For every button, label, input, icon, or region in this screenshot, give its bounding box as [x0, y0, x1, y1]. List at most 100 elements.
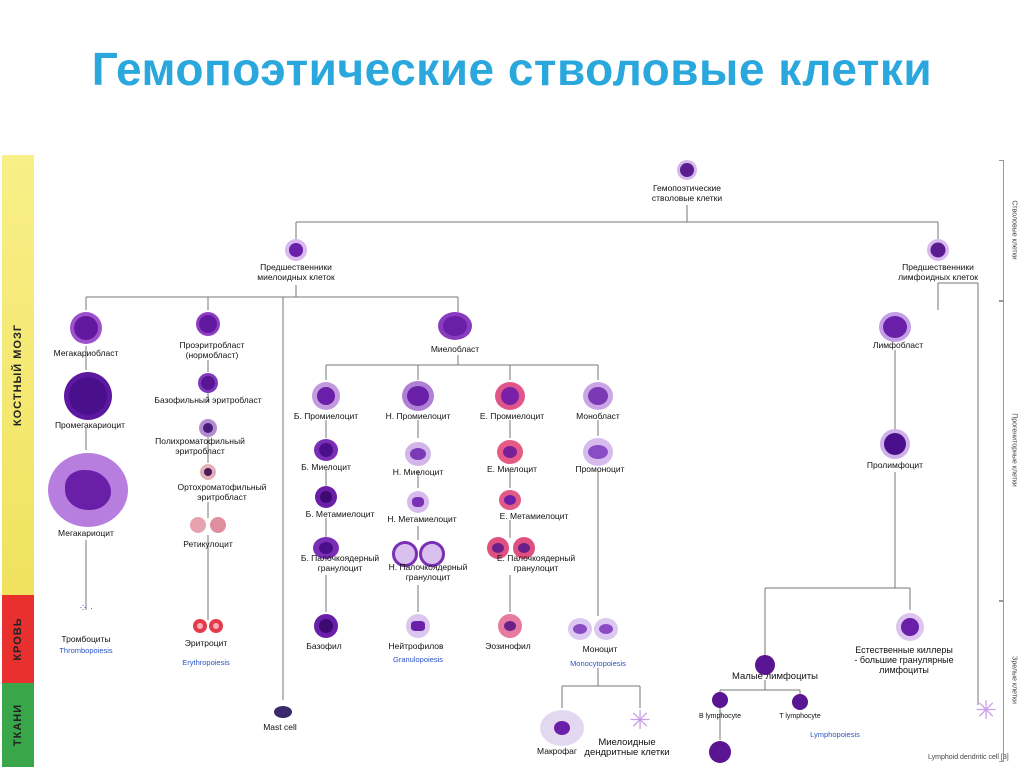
b-lymphocyte-label: B lymphocyte [698, 713, 742, 720]
prolymphocyte-cell-icon [880, 429, 910, 459]
erythrocyte-label: Эритроцит [184, 638, 228, 648]
monocyte-label: Моноцит [582, 644, 618, 654]
myeloid-progenitor-label: Предшественники миелоидных клеток [257, 262, 335, 282]
neutrophil-cell-icon [406, 614, 430, 638]
b-metamyelocyte-cell-icon [315, 486, 337, 508]
b-lymphocyte-cell-icon [712, 692, 728, 708]
megakaryoblast-cell-icon [70, 312, 102, 344]
page-title: Гемопоэтические стволовые клетки [91, 43, 933, 95]
zone-bone-marrow: КОСТНЫЙ МОЗГ [2, 155, 34, 595]
e-promyelocyte-label: Е. Промиелоцит [479, 411, 545, 421]
n-band-cell-icon [392, 541, 418, 567]
e-band-cell-icon-2 [513, 537, 535, 559]
n-band-label: Н. Палочкоядерный гранулоцит [388, 562, 468, 582]
basophil-cell-icon [314, 614, 338, 638]
reticulocyte-cell-icon-2 [210, 517, 226, 533]
myeloid-dc-label: Миелоидные дендритные клетки [584, 737, 670, 758]
e-myelocyte-label: Е. Миелоцит [487, 464, 537, 474]
orthochromatic-erythroblast-label: Ортохроматофильный эритробласт [177, 482, 267, 502]
n-metamyelocyte-cell-icon [407, 491, 429, 513]
e-myelocyte-cell-icon [497, 440, 523, 464]
b-promyelocyte-label: Б. Промиелоцит [293, 411, 359, 421]
polychromatic-erythroblast-cell-icon [199, 419, 217, 437]
monoblast-label: Монобласт [576, 411, 620, 421]
nk-cell-icon [896, 613, 924, 641]
b-myelocyte-cell-icon [314, 439, 338, 461]
n-myelocyte-cell-icon [405, 442, 431, 466]
myeloid-dc-icon: ✳ [629, 705, 651, 735]
n-promyelocyte-label: Н. Промиелоцит [385, 411, 451, 421]
lymphoblast-label: Лимфобласт [872, 340, 924, 350]
monocyte-cell-icon-2 [594, 618, 618, 640]
e-promyelocyte-cell-icon [495, 382, 525, 410]
eosinophil-label: Эозинофил [485, 641, 531, 651]
orthochromatic-erythroblast-cell-icon [200, 464, 216, 480]
myeloblast-label: Миелобласт [430, 344, 480, 354]
reticulocyte-cell-icon [190, 517, 206, 533]
promonocyte-label: Промоноцит [575, 464, 625, 474]
b-myelocyte-label: Б. Миелоцит [301, 462, 351, 472]
zone-tissue: ТКАНИ [2, 683, 34, 767]
neutrophil-label: Нейтрофилов [388, 641, 444, 651]
proerythroblast-cell-icon [196, 312, 220, 336]
lymphoid-dc-label: Lymphoid dendritic cell [3] [928, 754, 1009, 761]
lymphoid-progenitor-cell-icon [927, 239, 949, 261]
myeloblast-cell-icon [438, 312, 472, 340]
monoblast-cell-icon [583, 382, 613, 410]
n-promyelocyte-cell-icon [402, 381, 434, 411]
basophilic-erythroblast-label: Базофильный эритробласт [154, 395, 262, 405]
small-lymphocytes-label: Малые лимфоциты [731, 671, 819, 682]
nk-label: Естественные киллеры - большие гранулярн… [854, 645, 954, 675]
e-metamyelocyte-label: Е. Метамиелоцит [499, 511, 569, 521]
b-band-label: Б. Палочкоядерный гранулоцит [300, 553, 380, 573]
thrombocytes-icon: ⁘ · [78, 603, 94, 614]
t-lymphocyte-cell-icon [792, 694, 808, 710]
bracket-progenitor [999, 300, 1004, 602]
b-band-cell-icon [313, 537, 339, 559]
basophilic-erythroblast-cell-icon [198, 373, 218, 393]
monocyte-cell-icon [568, 618, 592, 640]
b-lymph-derived-cell-icon [709, 741, 731, 763]
lymphoid-progenitor-label: Предшественники лимфоидных клеток [898, 262, 978, 282]
promegakaryocyte-cell-icon [64, 372, 112, 420]
lymphoblast-cell-icon [879, 312, 911, 342]
small-lymphocyte-cell-icon [755, 655, 775, 675]
promonocyte-cell-icon [583, 438, 613, 466]
e-metamyelocyte-cell-icon [499, 490, 521, 510]
lymphoid-dc-icon: ✳ [975, 695, 997, 725]
bracket-mature [999, 600, 1004, 762]
zone-blood: КРОВЬ [2, 595, 34, 683]
erythropoiesis-label: Erythropoiesis [182, 658, 230, 667]
e-band-label: Е. Палочкоядерный гранулоцит [496, 553, 576, 573]
bracket-stem [999, 160, 1004, 302]
megakaryocyte-label: Мегакариоцит [58, 528, 114, 538]
myeloid-progenitor-cell-icon [285, 239, 307, 261]
reticulocyte-label: Ретикулоцит [183, 539, 233, 549]
basophil-label: Базофил [306, 641, 342, 651]
n-myelocyte-label: Н. Миелоцит [392, 467, 444, 477]
hsc-cell-icon [677, 160, 697, 180]
proerythroblast-label: Проэритробласт (нормобласт) [179, 340, 245, 360]
macrophage-cell-icon [540, 710, 584, 746]
mast-cell-label: Mast cell [263, 722, 297, 732]
megakaryoblast-label: Мегакариобласт [53, 348, 119, 358]
prolymphocyte-label: Пролимфоцит [866, 460, 924, 470]
b-promyelocyte-cell-icon [312, 382, 340, 410]
n-band-cell-icon-2 [419, 541, 445, 567]
eosinophil-cell-icon [498, 614, 522, 638]
macrophage-label: Макрофаг [537, 746, 577, 756]
erythrocyte-cell-icon [193, 619, 207, 633]
promegakaryocyte-label: Промегакариоцит [54, 420, 126, 430]
t-lymphocyte-label: T lymphocyte [779, 713, 821, 720]
hsc-label: Гемопоэтические стволовые клетки [651, 183, 723, 203]
n-metamyelocyte-label: Н. Метамиелоцит [387, 514, 457, 524]
mast-cell-icon [274, 706, 292, 718]
erythrocyte-cell-icon-2 [209, 619, 223, 633]
thrombocytes-label: Тромбоциты [61, 634, 111, 644]
monocytopoiesis-label: Monocytopoiesis [570, 659, 626, 668]
megakaryocyte-cell-icon [48, 453, 128, 527]
b-metamyelocyte-label: Б. Метамиелоцит [305, 509, 375, 519]
polychromatic-erythroblast-label: Полихроматофильный эритробласт [155, 436, 245, 456]
granulopoiesis-label: Granulopoiesis [392, 655, 444, 664]
